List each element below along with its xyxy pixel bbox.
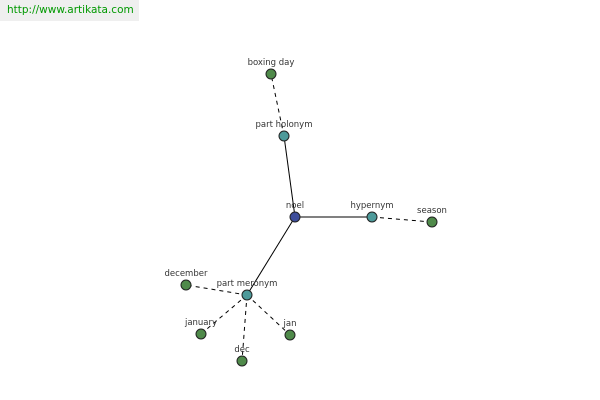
- node-january[interactable]: january: [184, 318, 217, 340]
- edge-part-holonym-to-boxing-day: [270, 73, 285, 137]
- node-season[interactable]: season: [417, 206, 447, 228]
- node-circle-hypernym[interactable]: [366, 211, 378, 223]
- node-circle-part-holonym[interactable]: [278, 130, 290, 142]
- node-part-meronym[interactable]: part meronym: [217, 279, 278, 301]
- node-circle-dec[interactable]: [236, 355, 248, 367]
- node-circle-december[interactable]: [180, 279, 192, 291]
- node-label-december: december: [165, 269, 208, 279]
- edge-noel-to-part-meronym: [246, 216, 296, 296]
- node-label-hypernym: hypernym: [350, 201, 393, 211]
- node-circle-noel[interactable]: [289, 211, 301, 223]
- node-circle-boxing-day[interactable]: [265, 68, 277, 80]
- node-label-dec: dec: [234, 345, 250, 355]
- node-label-noel: noel: [286, 201, 304, 211]
- node-hypernym[interactable]: hypernym: [350, 201, 394, 223]
- edge-noel-to-part-holonym: [283, 135, 296, 218]
- node-december[interactable]: december: [165, 269, 208, 291]
- edge-part-meronym-to-december: [185, 284, 248, 296]
- node-label-part-meronym: part meronym: [217, 279, 278, 289]
- node-circle-january[interactable]: [195, 328, 207, 340]
- node-noel[interactable]: noel: [286, 201, 304, 223]
- node-label-boxing-day: boxing day: [248, 58, 295, 68]
- edge-part-meronym-to-january: [200, 294, 248, 335]
- node-dec[interactable]: dec: [234, 345, 250, 367]
- node-label-jan: jan: [283, 319, 297, 329]
- node-circle-jan[interactable]: [284, 329, 296, 341]
- node-label-season: season: [417, 206, 447, 216]
- watermark-url[interactable]: http://www.artikata.com: [0, 0, 139, 21]
- node-part-holonym[interactable]: part holonym: [256, 120, 313, 142]
- node-label-january: january: [184, 318, 217, 328]
- node-boxing-day[interactable]: boxing day: [248, 58, 295, 80]
- edges-layer: [185, 73, 433, 362]
- edge-hypernym-to-season: [371, 216, 433, 223]
- node-circle-season[interactable]: [426, 216, 438, 228]
- node-label-part-holonym: part holonym: [256, 120, 313, 130]
- edge-part-meronym-to-jan: [246, 294, 291, 336]
- edge-part-meronym-to-dec: [241, 294, 248, 362]
- node-circle-part-meronym[interactable]: [241, 289, 253, 301]
- nodes-layer: noel part holonym boxing day hypernym season…: [165, 58, 447, 367]
- node-jan[interactable]: jan: [283, 319, 297, 341]
